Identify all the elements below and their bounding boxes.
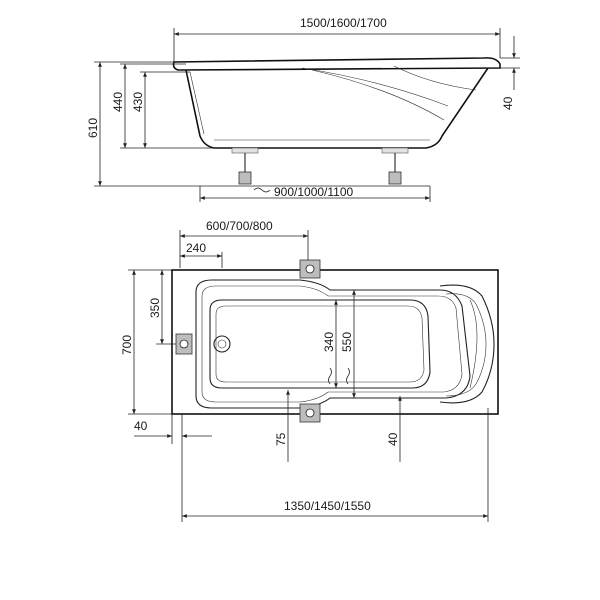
basin-outer-contour [195, 279, 471, 409]
side-height-total-label: 610 [86, 118, 100, 138]
top-left-margin-label: 40 [134, 419, 148, 433]
top-inner-large-label: 550 [340, 332, 354, 352]
leg-left [231, 147, 259, 185]
bracket-bottom [299, 403, 321, 423]
top-leg-inset-label: 75 [274, 432, 288, 446]
leg-right [381, 147, 409, 185]
top-inner-small-label: 340 [322, 332, 336, 352]
top-right-margin-label: 40 [386, 432, 400, 446]
top-width-label: 700 [120, 335, 134, 355]
bracket-left [175, 333, 193, 355]
top-bottom-length-label: 1350/1450/1550 [284, 499, 371, 513]
side-height-inner-label: 430 [131, 92, 145, 112]
basin-inner-contour [209, 299, 431, 389]
side-rim-label: 40 [501, 96, 515, 110]
side-length-label: 1500/1600/1700 [300, 16, 387, 30]
bracket-top [299, 259, 321, 279]
top-drain-height-label: 350 [148, 298, 162, 318]
drain [213, 335, 231, 353]
side-legs-span-label: 900/1000/1100 [274, 185, 354, 199]
side-view: 1500/1600/1700 610 440 [86, 16, 520, 202]
top-view: 600/700/800 240 [120, 219, 499, 522]
top-leg-offset-label: 600/700/800 [206, 219, 273, 233]
side-height-rim-label: 440 [111, 92, 125, 112]
tub-rim [172, 57, 501, 71]
top-drain-offset-label: 240 [186, 241, 206, 255]
tub-body [185, 67, 489, 149]
headrest [439, 284, 495, 404]
tub-outline-top [171, 269, 499, 415]
